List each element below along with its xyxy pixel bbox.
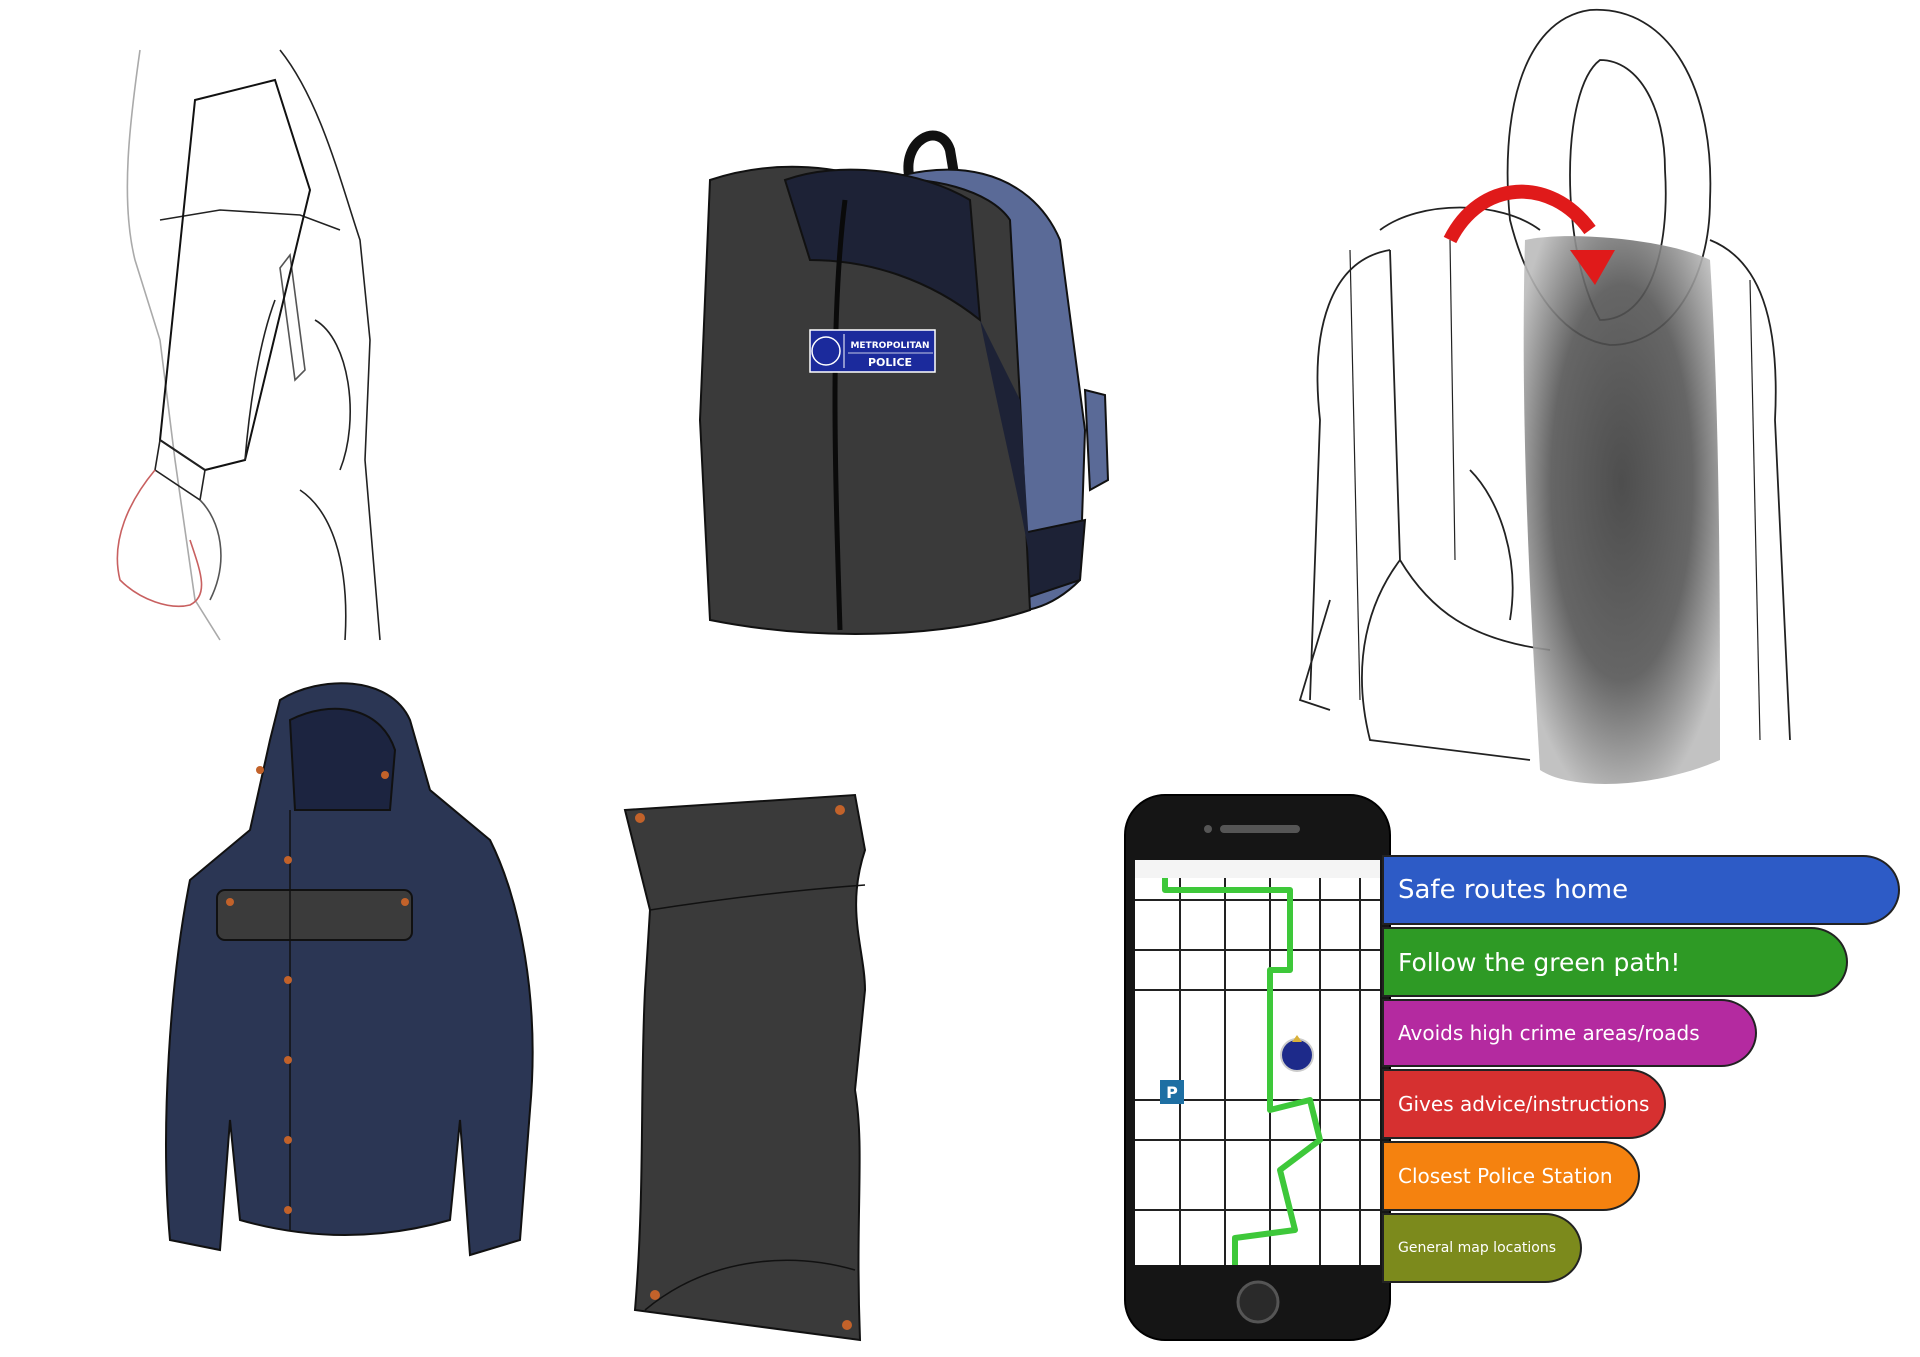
feature-label: Safe routes home [1398, 875, 1629, 905]
feature-label: General map locations [1398, 1240, 1557, 1256]
backpack-side-pocket [1083, 388, 1110, 492]
police-badge-icon [1280, 1035, 1314, 1072]
jacket-body [165, 682, 534, 1257]
smartphone-route-app: P [1120, 790, 1395, 1350]
feature-tab-police-station: Closest Police Station [1382, 1141, 1640, 1211]
jacket-chest-patch [216, 889, 413, 941]
folded-dark-panel-illustration [615, 790, 875, 1350]
police-crest-icon [811, 336, 841, 366]
arm-sketch [100, 40, 400, 650]
jacket-hood [288, 707, 397, 811]
feature-tab-map-locations: General map locations [1382, 1213, 1582, 1283]
backpack-handle [903, 130, 960, 182]
feature-label: Follow the green path! [1398, 947, 1681, 977]
backpack-zipper [832, 199, 848, 631]
red-arrow-head-icon [1570, 250, 1615, 285]
shaded-back-panel [1523, 236, 1720, 784]
feature-tab-green-path: Follow the green path! [1382, 927, 1848, 997]
navy-jacket-illustration [160, 680, 540, 1280]
feature-tab-advice: Gives advice/instructions [1382, 1069, 1666, 1139]
parking-icon [1160, 1080, 1184, 1104]
feature-tab-avoids-crime: Avoids high crime areas/roads [1382, 999, 1757, 1067]
jacket-buttons [226, 766, 409, 1214]
feature-tab-safe-routes: Safe routes home [1382, 855, 1900, 925]
metropolitan-police-badge: METROPOLITAN POLICE [809, 329, 936, 373]
badge-line2: POLICE [868, 356, 912, 369]
phone-camera [1204, 825, 1212, 833]
feature-label: Gives advice/instructions [1398, 1092, 1650, 1116]
home-button[interactable] [1236, 1280, 1280, 1324]
parking-label: P [1166, 1083, 1178, 1102]
hooded-figure-backpack-sketch [1270, 0, 1810, 810]
badge-line1: METROPOLITAN [850, 341, 929, 351]
feature-label: Closest Police Station [1398, 1164, 1613, 1188]
feature-label: Avoids high crime areas/roads [1398, 1021, 1700, 1045]
red-curved-arrow [1443, 184, 1596, 244]
phone-speaker [1220, 825, 1300, 833]
phone-screen [1135, 860, 1380, 1265]
feature-list: Safe routes home Follow the green path! … [1382, 855, 1902, 1285]
police-backpack-illustration: METROPOLITAN POLICE [690, 120, 1110, 640]
folded-panel-body [623, 793, 867, 1342]
green-route-path [1162, 878, 1323, 1265]
